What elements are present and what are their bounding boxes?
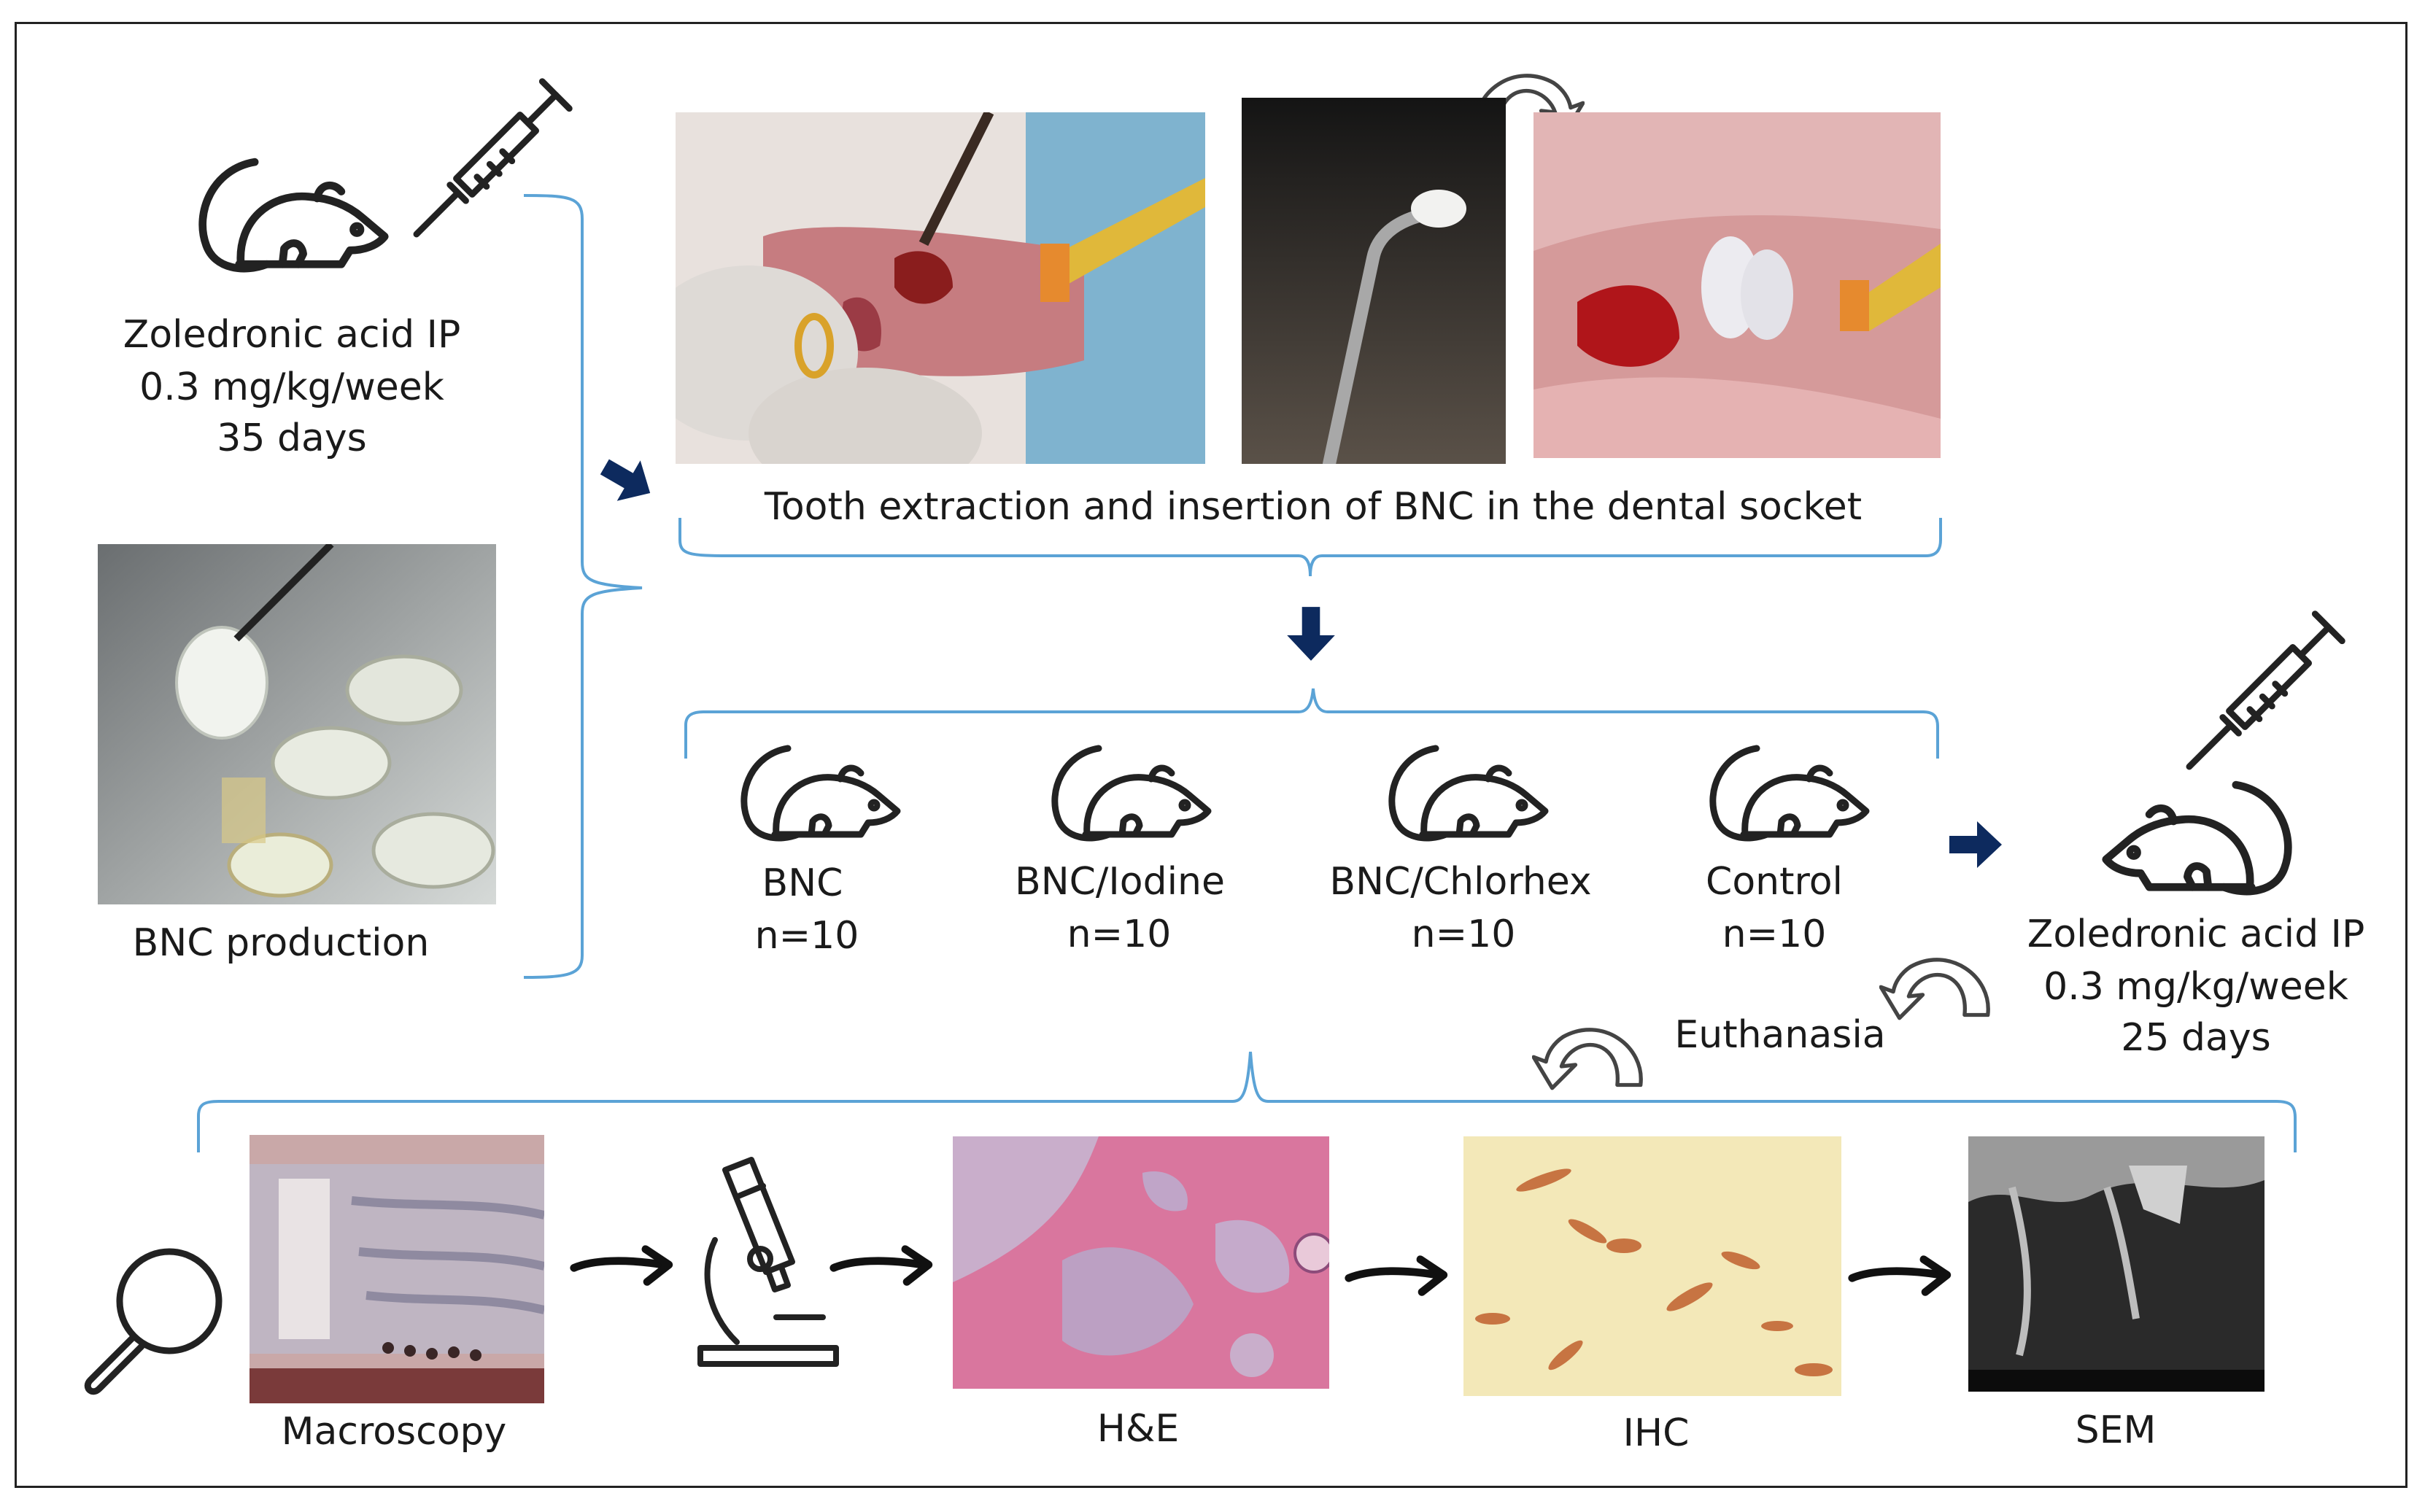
- bnc-instrument-photo: [1242, 98, 1506, 464]
- rat-icon: [1713, 748, 1866, 838]
- bnc-production-photo: [98, 544, 496, 904]
- block-arrow-right-1: [592, 446, 662, 513]
- analysis-macroscopy-label: Macroscopy: [281, 1410, 507, 1454]
- group-iodine-name: BNC/Iodine: [1015, 860, 1225, 904]
- insertion-photo: [1533, 112, 1941, 458]
- sem-photo: [1968, 1136, 2265, 1392]
- analysis-sem-label: SEM: [2075, 1408, 2157, 1452]
- zoledronic-phase1-line3: 35 days: [217, 416, 367, 460]
- group-chlorhex-name: BNC/Chlorhex: [1329, 860, 1592, 904]
- surgery-caption: Tooth extraction and insertion of BNC in…: [764, 485, 1863, 529]
- euthanasia-label: Euthanasia: [1674, 1013, 1886, 1057]
- long-arrow-1: [574, 1249, 669, 1282]
- block-arrow-right-2: [1949, 821, 2002, 868]
- syringe-icon: [2189, 614, 2342, 767]
- analysis-brace: [197, 1051, 2297, 1152]
- rat-icon: [1392, 748, 1545, 838]
- syringe-icon: [417, 82, 569, 234]
- rat-icon: [2106, 785, 2289, 891]
- rat-icon: [744, 748, 897, 838]
- he-photo: [953, 1136, 1329, 1389]
- zoledronic-phase1-line1: Zoledronic acid IP: [123, 313, 461, 357]
- long-arrow-4: [1852, 1260, 1947, 1292]
- groups-brace: [684, 688, 1939, 759]
- zoledronic-phase2-line2: 0.3 mg/kg/week: [2043, 965, 2348, 1009]
- group-control-name: Control: [1706, 860, 1843, 904]
- group-control-n: n=10: [1722, 912, 1827, 956]
- surgery-brace: [678, 518, 1942, 577]
- group-chlorhex-n: n=10: [1411, 912, 1516, 956]
- analysis-he-label: H&E: [1097, 1407, 1180, 1451]
- left-brace: [523, 194, 643, 979]
- bnc-production-label: BNC production: [132, 921, 430, 965]
- curved-arrow-icon: [1881, 960, 1988, 1018]
- curved-arrow-icon: [1533, 1030, 1641, 1088]
- long-arrow-2: [834, 1249, 929, 1282]
- rat-icon: [203, 162, 385, 268]
- figure-frame: [15, 22, 2407, 1488]
- extraction-photo: [676, 112, 1205, 464]
- zoledronic-phase2-line3: 25 days: [2121, 1016, 2271, 1060]
- rat-icon: [1055, 748, 1208, 838]
- long-arrow-3: [1349, 1260, 1444, 1292]
- group-bnc-name: BNC: [762, 861, 843, 905]
- magnifier-icon: [84, 1248, 223, 1395]
- macroscopy-photo: [250, 1135, 544, 1403]
- zoledronic-phase2-line1: Zoledronic acid IP: [2027, 912, 2365, 956]
- group-iodine-n: n=10: [1067, 912, 1172, 956]
- analysis-ihc-label: IHC: [1623, 1411, 1690, 1455]
- group-bnc-n: n=10: [754, 914, 859, 958]
- block-arrow-down: [1287, 607, 1335, 661]
- microscope-icon: [697, 1157, 839, 1367]
- ihc-photo: [1463, 1136, 1841, 1396]
- zoledronic-phase1-line2: 0.3 mg/kg/week: [139, 365, 444, 409]
